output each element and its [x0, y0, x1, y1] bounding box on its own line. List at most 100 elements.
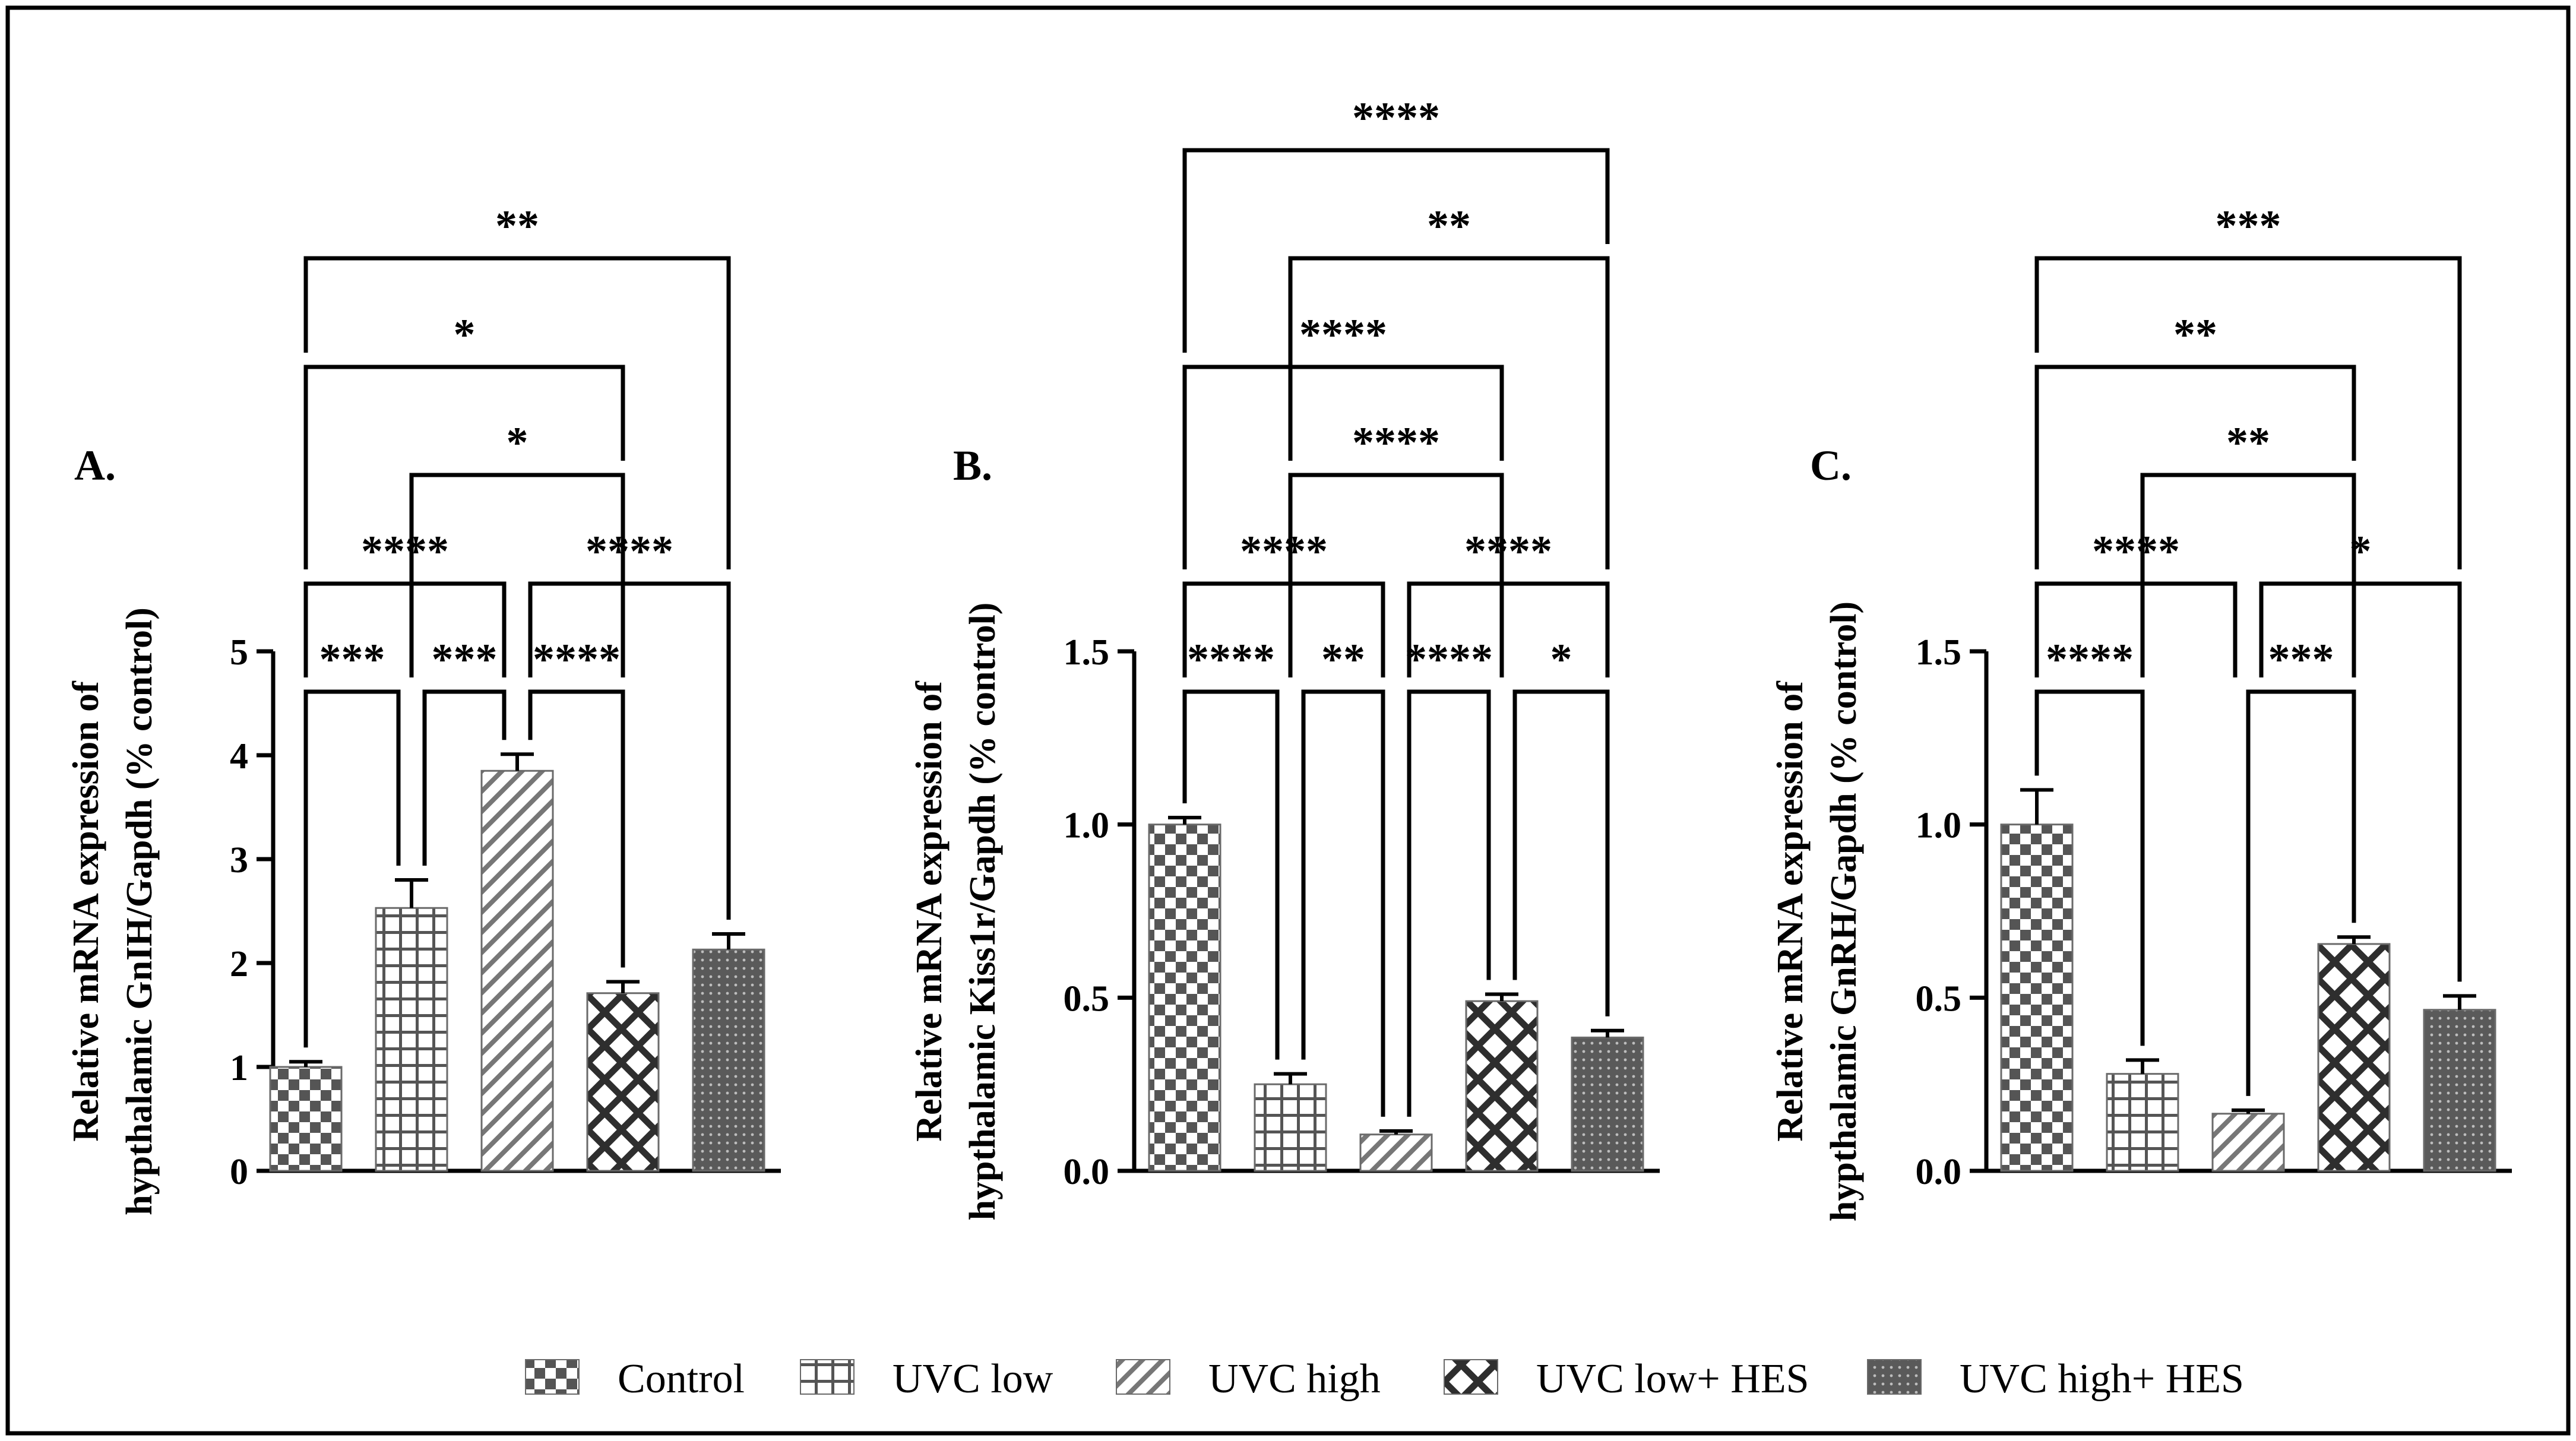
significance-bracket	[2034, 689, 2145, 1046]
y-axis-label: hypthalamic Kiss1r/Gapdh (% control)	[963, 603, 1003, 1221]
y-tick-label: 1	[230, 1048, 248, 1088]
bar	[480, 769, 554, 1172]
significance-bracket	[422, 689, 507, 866]
y-axis-label: Relative mRNA expression of	[1770, 680, 1811, 1142]
panel-label: B.	[953, 442, 992, 489]
significance-bracket	[2034, 365, 2356, 569]
significance-bracket	[1288, 473, 1504, 677]
bar	[2423, 1009, 2496, 1172]
bar	[2317, 943, 2391, 1172]
legend-label: UVC low	[893, 1356, 1053, 1402]
y-tick-label: 0.5	[1916, 978, 1962, 1019]
legend-label: UVC low+ HES	[1536, 1356, 1809, 1402]
bar	[692, 948, 765, 1172]
significance-bracket	[303, 689, 401, 1048]
bar	[1465, 1000, 1539, 1172]
significance-bracket	[2246, 689, 2356, 1096]
significance-stars: ****	[1352, 419, 1440, 467]
significance-stars: ****	[1352, 94, 1440, 142]
significance-bracket	[1407, 581, 1610, 677]
significance-stars: **	[1427, 202, 1471, 251]
bar	[1254, 1083, 1327, 1172]
legend-swatch	[525, 1359, 580, 1395]
legend-swatch	[1444, 1359, 1498, 1395]
significance-bracket	[1407, 689, 1491, 1117]
significance-stars: ****	[2092, 527, 2180, 576]
bar	[2106, 1073, 2179, 1172]
figure-border	[5, 5, 2571, 1436]
legend-swatch	[800, 1359, 855, 1395]
significance-stars: **	[495, 202, 539, 251]
significance-bracket	[528, 689, 625, 968]
significance-bracket	[303, 365, 625, 569]
y-axis-label: hypthalamic GnIH/Gapdh (% control)	[119, 607, 160, 1215]
y-axis-label: Relative mRNA expression of	[66, 680, 106, 1142]
significance-bracket	[1512, 689, 1610, 1016]
significance-stars: ****	[533, 635, 621, 684]
legend-swatch	[1116, 1359, 1170, 1395]
bar	[269, 1066, 343, 1172]
y-tick-label: 0	[230, 1152, 248, 1192]
y-tick-label: 4	[230, 736, 248, 777]
significance-bracket	[1182, 148, 1610, 353]
y-tick-label: 5	[230, 632, 248, 673]
significance-stars: *	[454, 311, 476, 359]
legend-item: Control	[525, 1356, 745, 1402]
legend-label: Control	[618, 1356, 745, 1402]
legend-item: UVC high	[1116, 1356, 1381, 1402]
chart-panel-c: C. Relative mRNA expression of hypthalamic…	[1770, 202, 2512, 1221]
y-tick-label: 0.5	[1064, 978, 1110, 1019]
y-axis-label: Relative mRNA expression of	[909, 680, 950, 1142]
significance-bracket	[1182, 581, 1385, 677]
bar	[1148, 824, 1221, 1172]
legend-swatch	[1867, 1359, 1922, 1395]
bar	[2000, 824, 2074, 1172]
y-tick-label: 1.5	[1916, 632, 1962, 673]
y-tick-label: 1.0	[1916, 806, 1962, 846]
significance-bracket	[528, 581, 731, 920]
bar	[1359, 1133, 1433, 1172]
legend-label: UVC high	[1208, 1356, 1381, 1402]
significance-stars: ***	[2268, 635, 2334, 684]
panel-label: C.	[1810, 442, 1852, 489]
legend-label: UVC high+ HES	[1960, 1356, 2244, 1402]
significance-stars: ****	[1405, 635, 1493, 684]
significance-stars: **	[2173, 311, 2217, 359]
significance-stars: **	[2226, 419, 2270, 467]
y-tick-label: 3	[230, 840, 248, 881]
significance-bracket	[1288, 256, 1610, 569]
significance-bracket	[303, 256, 731, 569]
bar	[2211, 1113, 2285, 1172]
significance-stars: ****	[2046, 635, 2134, 684]
significance-stars: ****	[1187, 635, 1275, 684]
y-tick-label: 0.0	[1916, 1152, 1962, 1192]
significance-bracket	[1301, 689, 1385, 1117]
bar	[375, 907, 448, 1172]
significance-bracket	[2034, 581, 2238, 677]
panel-label: A.	[74, 442, 116, 489]
significance-stars: ***	[319, 635, 385, 684]
legend-item: UVC low+ HES	[1444, 1356, 1809, 1402]
significance-bracket	[303, 581, 507, 677]
chart-panel-a: A. Relative mRNA expression of hypthalamic…	[66, 202, 781, 1215]
y-axis-label: hypthalamic GnRH/Gapdh (% control)	[1824, 601, 1864, 1221]
bar	[586, 992, 660, 1172]
legend-item: UVC high+ HES	[1867, 1356, 2244, 1402]
panels: A. Relative mRNA expression of hypthalamic…	[66, 94, 2512, 1221]
significance-bracket	[1182, 689, 1280, 1060]
significance-bracket	[409, 473, 625, 677]
chart-panel-b: B. Relative mRNA expression of hypthalamic…	[909, 94, 1660, 1220]
y-tick-label: 1.5	[1064, 632, 1110, 673]
significance-bracket	[2140, 473, 2356, 677]
y-tick-label: 2	[230, 944, 248, 984]
significance-stars: ****	[1299, 311, 1387, 359]
significance-stars: *	[2350, 527, 2372, 576]
legend: Control UVC low UVC high UVC low+ HES UVC hi…	[525, 1356, 2244, 1402]
significance-bracket	[2259, 581, 2462, 982]
significance-stars: ****	[586, 527, 673, 576]
significance-stars: *	[1550, 635, 1572, 684]
significance-stars: ***	[432, 635, 498, 684]
significance-stars: ***	[2216, 202, 2281, 251]
significance-bracket	[1182, 365, 1504, 569]
significance-stars: ****	[1464, 527, 1552, 576]
